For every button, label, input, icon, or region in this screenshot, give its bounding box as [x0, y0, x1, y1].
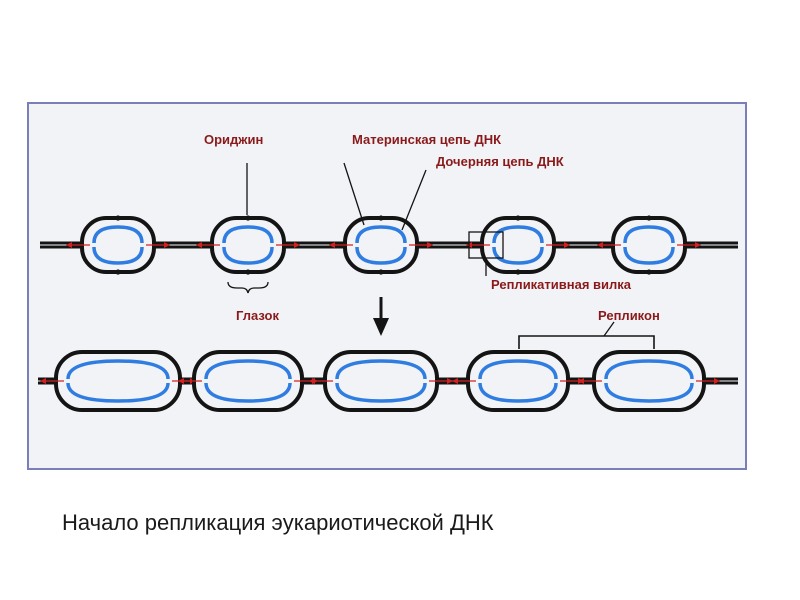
fork-arrow-left-head [329, 242, 335, 248]
daughter-strand-lower [92, 246, 144, 265]
fork-arrow-left-head [597, 242, 603, 248]
figure-caption: Начало репликация эукариотической ДНК [62, 510, 494, 535]
down-arrow-head [373, 318, 389, 336]
fork-arrow-left-head [178, 378, 184, 384]
daughter-strand-upper [66, 359, 170, 380]
replication-bubble [329, 215, 433, 275]
daughter-strand-lower [623, 246, 675, 265]
replication-row-late [38, 350, 738, 412]
daughter-strand-pointer [401, 169, 427, 231]
daughter-strand-lower [204, 382, 292, 403]
daughter-strand-upper [92, 225, 144, 244]
origin-dot [515, 269, 521, 275]
replication-bubble [309, 350, 453, 412]
fork-arrow-right-head [447, 378, 453, 384]
replication-bubble [66, 215, 170, 275]
fork-arrow-left-head [196, 242, 202, 248]
daughter-strand-lower [66, 382, 170, 403]
replication-row-early [40, 215, 738, 275]
daughter-strand-upper [204, 359, 292, 380]
labels: Ориджин Материнская цепь ДНК Дочерняя це… [204, 132, 660, 323]
replicon-bracket [518, 335, 655, 349]
replication-bubble [196, 215, 300, 275]
fork-arrow-right-head [164, 242, 170, 248]
origin-dot [115, 215, 121, 221]
origin-dot [378, 215, 384, 221]
origin-dot [378, 269, 384, 275]
replication-fork-label: Репликативная вилка [491, 277, 632, 292]
replication-bubble [578, 350, 720, 412]
daughter-strand-lower [604, 382, 694, 403]
maternal-strand-label: Материнская цепь ДНК [352, 132, 501, 147]
replication-bubble [466, 215, 570, 275]
daughter-strand-upper [355, 225, 407, 244]
maternal-strand-pointer [343, 162, 365, 226]
daughter-strand-upper [604, 359, 694, 380]
replication-bubble [597, 215, 701, 275]
replicon-pointer [603, 321, 615, 337]
daughter-strand-upper [623, 225, 675, 244]
daughter-strand-lower [492, 246, 544, 265]
fork-arrow-right-head [564, 242, 570, 248]
origin-dot [245, 215, 251, 221]
replication-bubble [452, 350, 584, 412]
daughter-strand-upper [335, 359, 427, 380]
replication-bubble [178, 350, 318, 412]
fork-arrow-left-head [452, 378, 458, 384]
origin-dot [646, 215, 652, 221]
daughter-strand-lower [335, 382, 427, 403]
fork-arrow-left-head [309, 378, 315, 384]
daughter-strand-lower [222, 246, 274, 265]
fork-arrow-left-head [40, 378, 46, 384]
fork-arrow-right-head [714, 378, 720, 384]
replicon-label: Репликон [598, 308, 660, 323]
origin-dot [115, 269, 121, 275]
daughter-strand-lower [478, 382, 558, 403]
fork-arrow-right-head [294, 242, 300, 248]
label-pointers [227, 162, 655, 349]
daughter-strand-upper [222, 225, 274, 244]
fork-arrow-left-head [66, 242, 72, 248]
daughter-strand-lower [355, 246, 407, 265]
replication-bubble [40, 350, 196, 412]
fork-arrow-left-head [578, 378, 584, 384]
daughter-strand-upper [478, 359, 558, 380]
eye-label: Глазок [236, 308, 279, 323]
fork-arrow-right-head [695, 242, 701, 248]
origin-dot [515, 215, 521, 221]
origin-label: Ориджин [204, 132, 263, 147]
daughter-strand-label: Дочерняя цепь ДНК [436, 154, 564, 169]
origin-dot [245, 269, 251, 275]
daughter-strand-upper [492, 225, 544, 244]
eye-brace [227, 281, 269, 294]
fork-arrow-right-head [427, 242, 433, 248]
origin-dot [646, 269, 652, 275]
